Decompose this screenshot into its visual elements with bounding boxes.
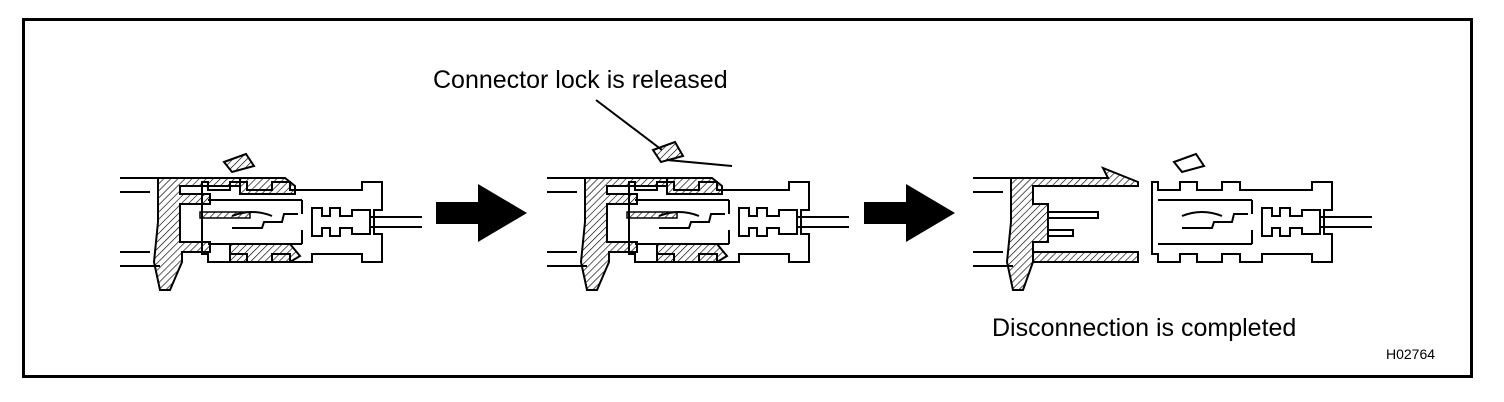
arrow-right-icon <box>864 184 955 242</box>
disconnection-completed-label: Disconnection is completed <box>992 314 1297 342</box>
lock-released-label: Connector lock is released <box>433 66 728 94</box>
connector-locked-drawing <box>120 152 423 291</box>
figure-code: H02764 <box>1386 346 1436 362</box>
lock-leader-line <box>595 99 663 151</box>
connector-disconnected-drawing <box>973 152 1373 291</box>
connector-released-drawing <box>547 140 850 291</box>
figure-frame <box>22 18 1473 378</box>
arrow-right-icon <box>436 184 527 242</box>
